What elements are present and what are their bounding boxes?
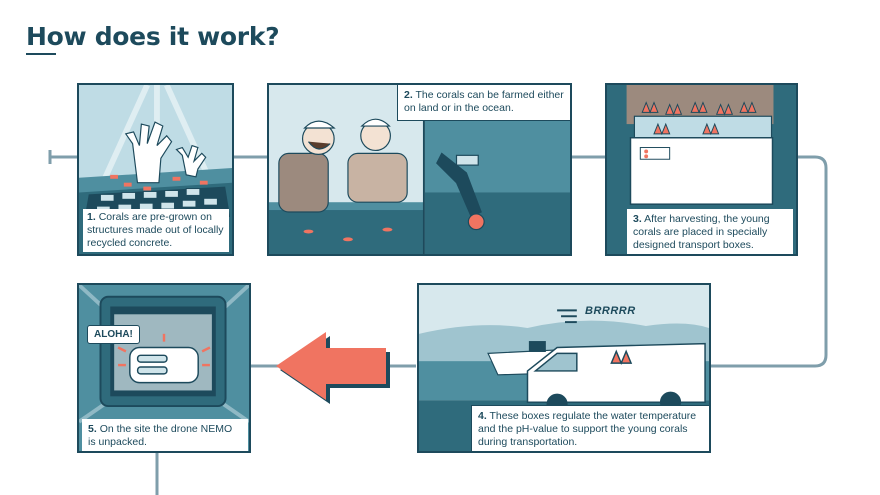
title-underline [26,53,56,55]
step-5-text: On the site the drone NEMO is unpacked. [88,423,233,448]
speech-bubble: ALOHA! [87,325,140,344]
step-3-text: After harvesting, the young corals are p… [633,213,770,251]
step-5-caption: 5. On the site the drone NEMO is unpacke… [82,419,248,451]
step-4-number: 4. [478,410,487,422]
step-2-caption: 2. The corals can be farmed either on la… [397,85,570,121]
step-5-number: 5. [88,423,97,435]
step-3-caption: 3. After harvesting, the young corals ar… [627,209,793,254]
step-2-text: The corals can be farmed either on land … [404,89,564,114]
step-5-panel: ALOHA! 5. On the site the drone NEMO is … [77,283,251,453]
step-4-caption: 4. These boxes regulate the water temper… [471,405,709,451]
step-2-number: 2. [404,89,413,101]
step-3-number: 3. [633,213,642,225]
flow-arrow [276,332,390,404]
step-3-panel: 3. After harvesting, the young corals ar… [605,83,798,256]
step-1-caption: 1. Corals are pre-grown on structures ma… [83,209,229,252]
step-1-panel: 1. Corals are pre-grown on structures ma… [77,83,234,256]
step-1-text: Corals are pre-grown on structures made … [87,211,224,249]
step-4-text: These boxes regulate the water temperatu… [478,410,697,448]
step-2-panel: 2. The corals can be farmed either on la… [267,83,572,256]
page-title: How does it work? [26,22,280,51]
step-1-number: 1. [87,211,96,223]
connector-3-4 [710,155,828,368]
sound-effect-text: BRRRRR [585,305,636,317]
step-4-panel: BRRRRR 4. These boxes regulate the water… [417,283,711,453]
